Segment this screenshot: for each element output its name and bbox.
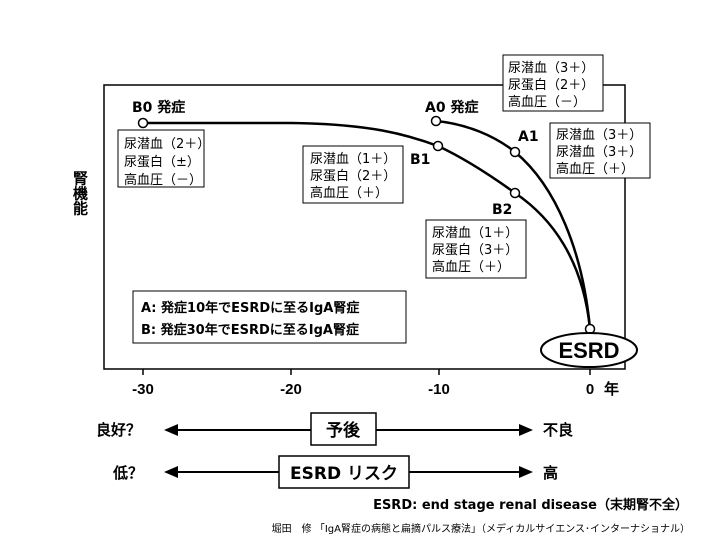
box-b2-line1: 尿潜血（1＋） [432,226,518,241]
point-b2 [509,187,521,199]
point-a0 [430,115,442,127]
box-a0-line1: 尿潜血（3＋） [508,61,594,76]
box-a0 [502,54,604,112]
prognosis-left: 良好？ [96,421,141,439]
point-b0 [137,117,149,129]
risk-right: 高 [543,464,558,482]
prognosis-right: 不良 [543,421,573,439]
box-a1-line2: 尿潜血（3＋） [556,145,642,160]
box-a1-line3: 高血圧（＋） [556,161,634,177]
arrow-left-head [164,424,178,436]
esrd-label: ESRD [558,338,619,363]
x-tick-label: -20 [280,381,302,398]
box-b2 [425,219,527,279]
point-a1 [509,146,521,158]
y-axis-label: 腎機能 [71,171,89,217]
arrow-right-head [519,424,533,436]
prognosis-center: 予後 [326,420,361,441]
esrd-footnote: ESRD: end stage renal disease（末期腎不全） [373,497,688,513]
label-a1: A1 [518,129,539,145]
prognosis-box [310,412,377,446]
curve-a [435,119,592,330]
arrow-right-head [519,466,533,478]
label-b2: B2 [492,202,512,218]
curve-b [143,121,592,330]
legend-b: B: 発症30年でESRDに至るIgA腎症 [141,322,359,338]
legend-a: A: 発症10年でESRDに至るIgA腎症 [141,300,359,316]
citation: 堀田 修 「IgA腎症の病態と扁摘パルス療法」（メディカルサイエンス･インターナ… [272,522,690,535]
arrow-left-head [164,466,178,478]
box-b1-line2: 尿蛋白（2＋） [310,168,396,184]
label-b1: B1 [410,152,430,168]
label-a0: A0 発症 [425,99,478,116]
box-b0-line2: 尿蛋白（±） [124,154,200,170]
x-tick-label: 0 [586,381,594,398]
box-b2-line2: 尿蛋白（3＋） [432,242,518,258]
risk-left: 低？ [112,464,143,482]
plot-frame [103,84,626,370]
risk-center: ESRD リスク [290,464,398,484]
label-b0: B0 発症 [132,99,185,116]
box-b2-line3: 高血圧（＋） [432,259,510,275]
box-b1-line1: 尿潜血（1＋） [310,152,396,167]
box-b0-line1: 尿潜血（2＋） [124,137,210,152]
point-b1 [432,140,444,152]
box-b0-line3: 高血圧（－） [124,172,202,188]
risk-box [278,455,410,489]
x-unit-label: 年 [604,380,619,398]
x-tick-label: -10 [428,381,450,398]
box-b1 [302,145,404,204]
esrd-ellipse [540,332,638,368]
x-ticks [142,369,591,375]
box-a0-line2: 尿蛋白（2＋） [508,77,594,93]
x-tick-label: -30 [132,381,154,398]
box-a1 [549,122,651,179]
box-b1-line3: 高血圧（＋） [310,185,388,201]
box-a1-line1: 尿潜血（3＋） [556,128,642,143]
box-b0 [117,129,205,188]
legend-box [132,290,407,344]
box-a0-line3: 高血圧（－） [508,94,586,110]
